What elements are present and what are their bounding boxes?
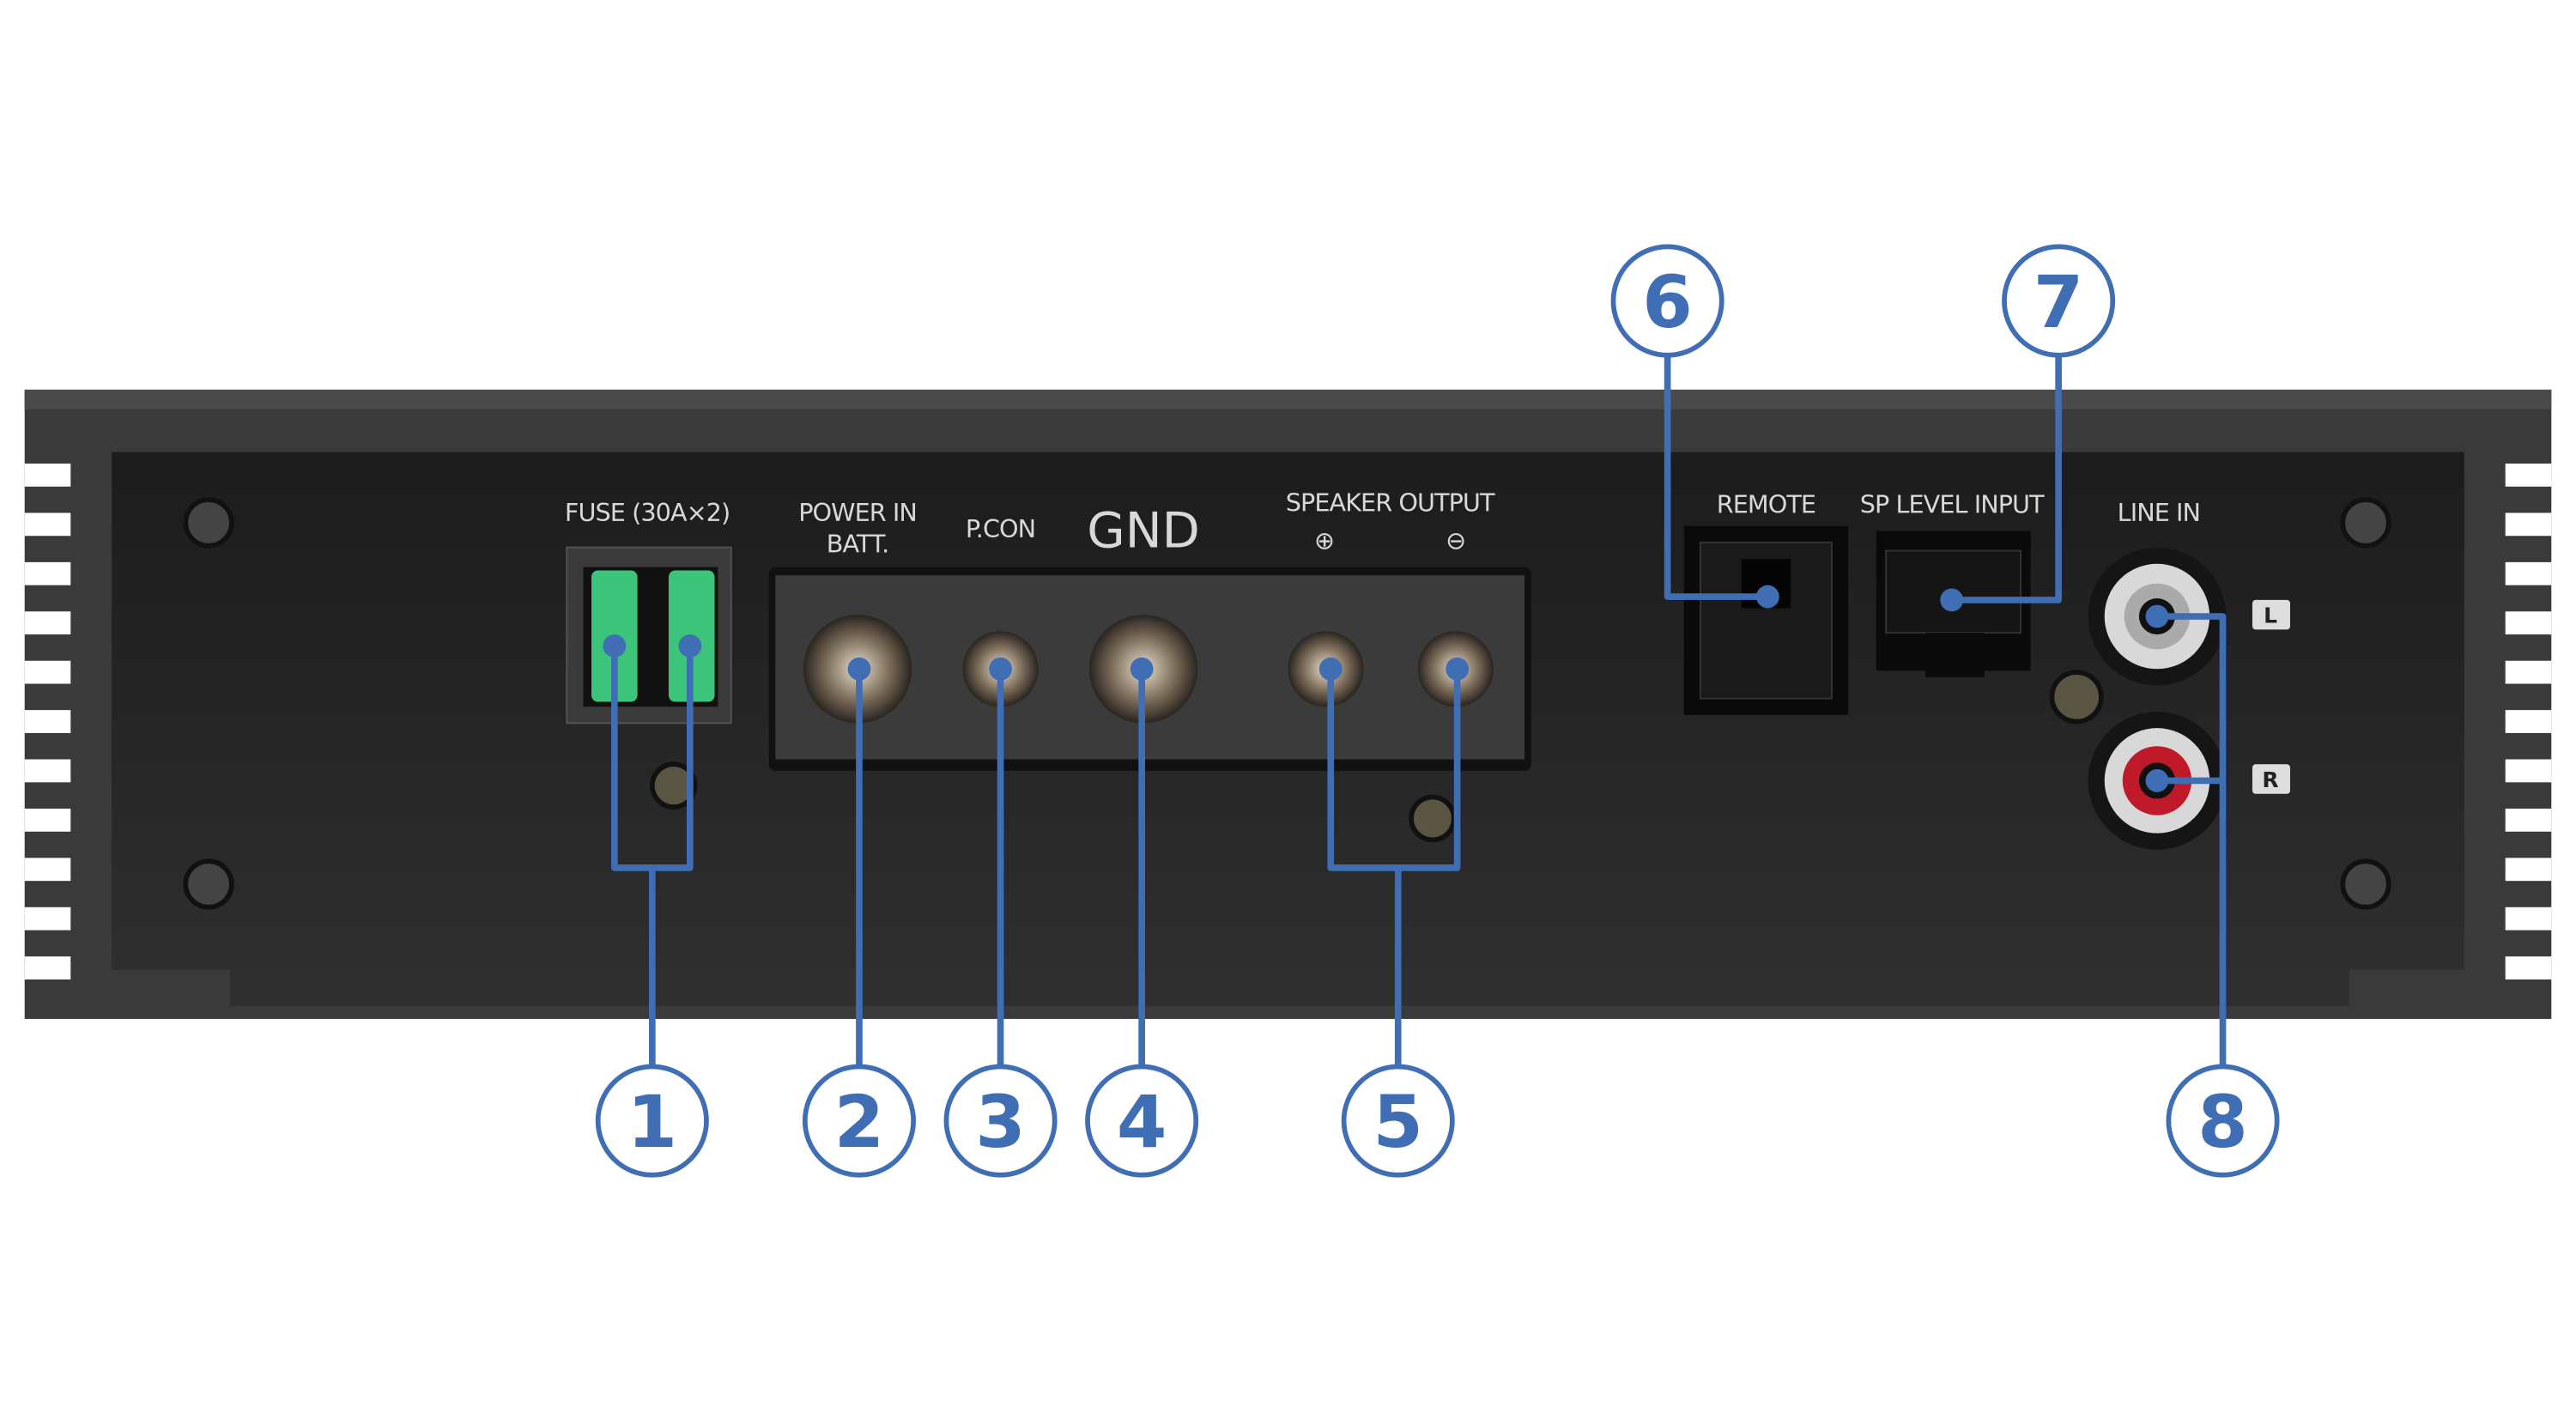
callout-number: 7 [2034, 260, 2084, 344]
screw-icon [183, 497, 234, 549]
callout-leader-lines [603, 355, 2227, 1065]
fuse-label: FUSE (30A×2) [565, 498, 730, 527]
callout-2: 2 [802, 1064, 917, 1178]
callout-number: 3 [975, 1080, 1026, 1164]
remote-jack [1683, 525, 1849, 715]
callout-5: 5 [1341, 1064, 1455, 1178]
callout-number: 6 [1642, 260, 1693, 344]
pcon-label: P.CON [966, 514, 1035, 543]
screw-icon [649, 761, 698, 810]
callout-number: 2 [834, 1080, 885, 1164]
callout-1: 1 [595, 1064, 709, 1178]
minus-icon: ⊖ [1446, 526, 1465, 555]
remote-label: REMOTE [1717, 489, 1815, 518]
left-channel-tag: L [2264, 603, 2277, 628]
line-in-label: LINE IN [2118, 498, 2200, 527]
callout-4: 4 [1085, 1064, 1199, 1178]
power-in-label: POWER IN [798, 498, 917, 527]
callout-7: 7 [2002, 244, 2116, 358]
mounting-screws [183, 497, 2391, 910]
batt-label: BATT. [827, 529, 889, 558]
callout-8: 8 [2166, 1064, 2280, 1178]
callout-number: 5 [1373, 1080, 1423, 1164]
speaker-output-label: SPEAKER OUTPUT [1286, 488, 1495, 518]
fuse-holder [566, 546, 732, 725]
gnd-label: GND [1087, 502, 1200, 560]
plus-icon: ⊕ [1314, 526, 1334, 555]
callout-number: 8 [2197, 1080, 2248, 1164]
screw-icon [2049, 670, 2104, 725]
screw-icon [2340, 858, 2391, 910]
screw-icon [2340, 497, 2391, 549]
callout-number: 1 [627, 1080, 678, 1164]
callout-3: 3 [943, 1064, 1058, 1178]
right-channel-tag: R [2262, 767, 2278, 792]
callout-number: 4 [1117, 1080, 1167, 1164]
sp-level-input-label: SP LEVEL INPUT [1860, 489, 2045, 518]
callout-6: 6 [1610, 244, 1724, 358]
screw-icon [183, 858, 234, 910]
screw-icon [1409, 794, 1457, 843]
